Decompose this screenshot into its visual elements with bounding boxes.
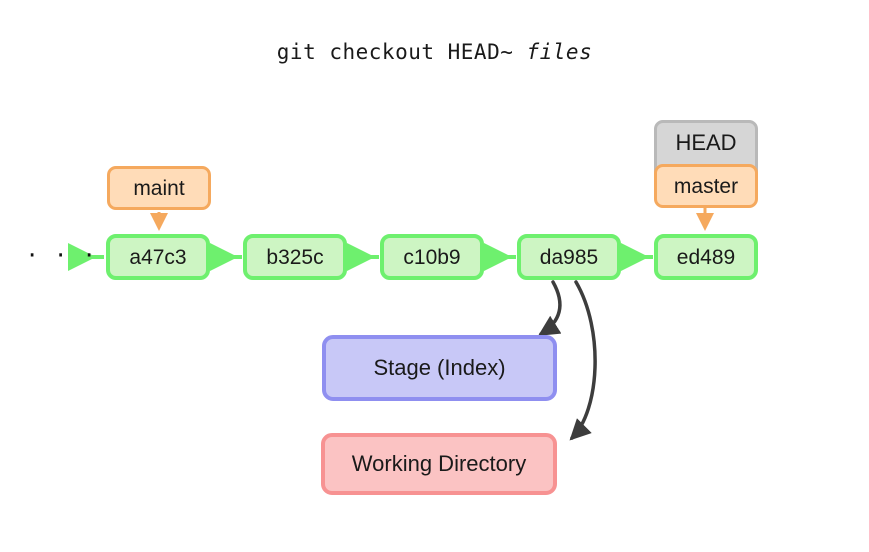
commit-node-da985[interactable]: da985 [517, 234, 621, 280]
branch-ref-maint-label: maint [133, 176, 185, 200]
title-argument: files [526, 40, 593, 64]
working-directory-box[interactable]: Working Directory [321, 433, 557, 495]
stage-index-label: Stage (Index) [373, 355, 506, 380]
page-title: git checkout HEAD~ files [0, 40, 869, 64]
commit-label-c10b9: c10b9 [403, 245, 461, 269]
commit-label-ed489: ed489 [676, 245, 736, 269]
history-ellipsis: · · · [28, 241, 100, 271]
stage-index-box[interactable]: Stage (Index) [322, 335, 557, 401]
commit-node-ed489[interactable]: ed489 [654, 234, 758, 280]
commit-node-b325c[interactable]: b325c [243, 234, 347, 280]
branch-ref-master-label: master [673, 174, 739, 198]
title-command: git checkout HEAD~ [276, 40, 527, 64]
commit-label-a47c3: a47c3 [129, 245, 187, 269]
arrow-da985-to-workdir [569, 280, 597, 441]
branch-ref-maint[interactable]: maint [107, 166, 211, 210]
commit-label-da985: da985 [539, 245, 599, 269]
commit-node-c10b9[interactable]: c10b9 [380, 234, 484, 280]
commit-label-b325c: b325c [266, 245, 324, 269]
working-directory-label: Working Directory [351, 451, 527, 476]
arrow-da985-to-stage [538, 280, 562, 336]
commit-node-a47c3[interactable]: a47c3 [106, 234, 210, 280]
head-label: HEAD [675, 130, 737, 155]
branch-ref-master[interactable]: master [654, 164, 758, 208]
